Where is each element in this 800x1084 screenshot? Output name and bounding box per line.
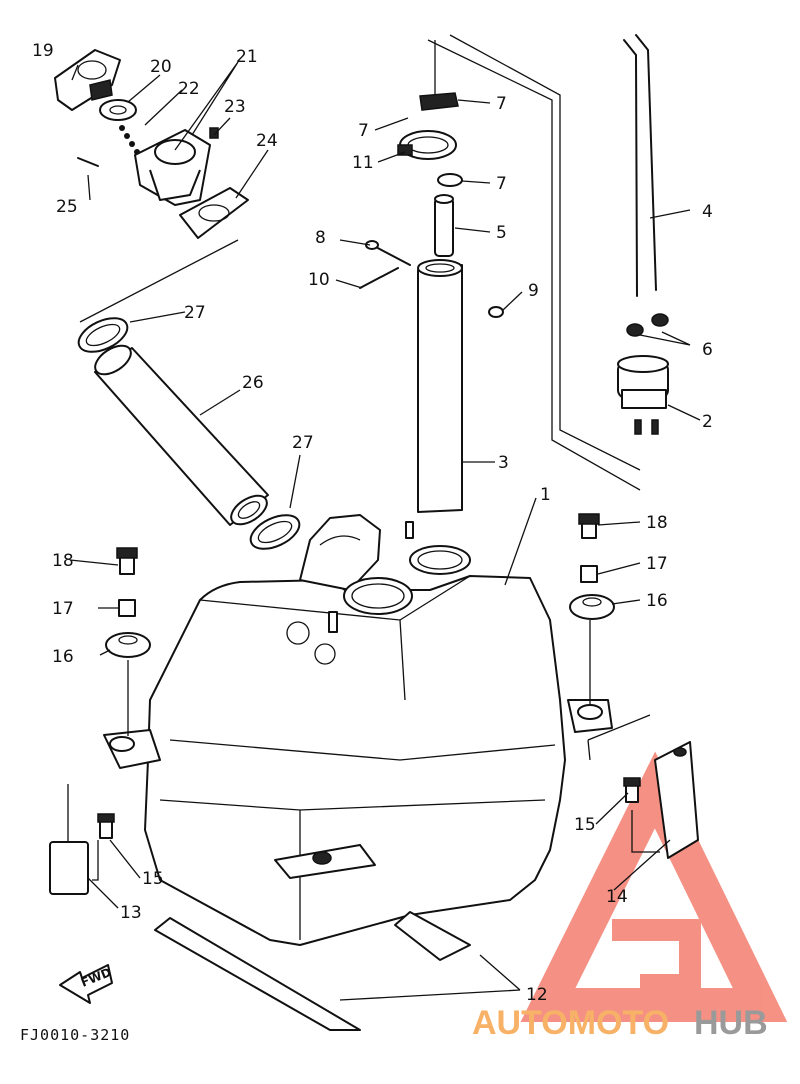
- callout-21: 21: [236, 47, 258, 67]
- callout-labels: 1 2 3 4 5 6 7 7 7 8 9 10 11 12 13 14 15 …: [32, 41, 713, 1005]
- watermark-text-automoto: AUTOMOTO: [472, 1004, 669, 1042]
- callout-13: 13: [120, 903, 142, 923]
- callout-24: 24: [256, 131, 278, 151]
- callout-20: 20: [150, 57, 172, 77]
- watermark-logo: [520, 751, 788, 1022]
- fwd-arrow-icon: [59, 964, 113, 1004]
- callout-11: 11: [352, 153, 374, 173]
- callout-4: 4: [702, 202, 713, 222]
- filler-hose: [77, 317, 301, 550]
- callout-18-right: 18: [646, 513, 668, 533]
- leader-lines: [67, 34, 701, 1001]
- filler-cap-assembly: [54, 49, 249, 239]
- callout-25: 25: [56, 197, 78, 217]
- callout-19: 19: [32, 41, 54, 61]
- callout-5: 5: [496, 223, 507, 243]
- callout-23: 23: [224, 97, 246, 117]
- diagram-code: FJ0010-3210: [20, 1026, 130, 1044]
- callout-2: 2: [702, 412, 713, 432]
- callout-12: 12: [526, 985, 548, 1005]
- breather-pipe-assembly: [359, 92, 504, 513]
- fuel-tank: [103, 514, 613, 946]
- callout-27-top: 27: [184, 303, 206, 323]
- callout-22: 22: [178, 79, 200, 99]
- callout-17-right: 17: [646, 554, 668, 574]
- callout-18-left: 18: [52, 551, 74, 571]
- callout-1: 1: [540, 485, 551, 505]
- callout-6: 6: [702, 340, 713, 360]
- mounting-parts: [49, 513, 699, 895]
- callout-26: 26: [242, 373, 264, 393]
- callout-7-lower: 7: [496, 174, 507, 194]
- callout-7-top: 7: [496, 94, 507, 114]
- fuel-filter-assembly: [617, 34, 669, 435]
- callout-10: 10: [308, 270, 330, 290]
- callout-7-left: 7: [358, 121, 369, 141]
- callout-15-right: 15: [574, 815, 596, 835]
- callout-27-lower: 27: [292, 433, 314, 453]
- callout-14: 14: [606, 887, 628, 907]
- callout-8: 8: [315, 228, 326, 248]
- callout-3: 3: [498, 453, 509, 473]
- callout-16-left: 16: [52, 647, 74, 667]
- callout-17-left: 17: [52, 599, 74, 619]
- callout-9: 9: [528, 281, 539, 301]
- callout-15-left: 15: [142, 869, 164, 889]
- callout-16-right: 16: [646, 591, 668, 611]
- watermark-text-hub: HUB: [694, 1004, 768, 1042]
- cushion-strips: [154, 911, 471, 1031]
